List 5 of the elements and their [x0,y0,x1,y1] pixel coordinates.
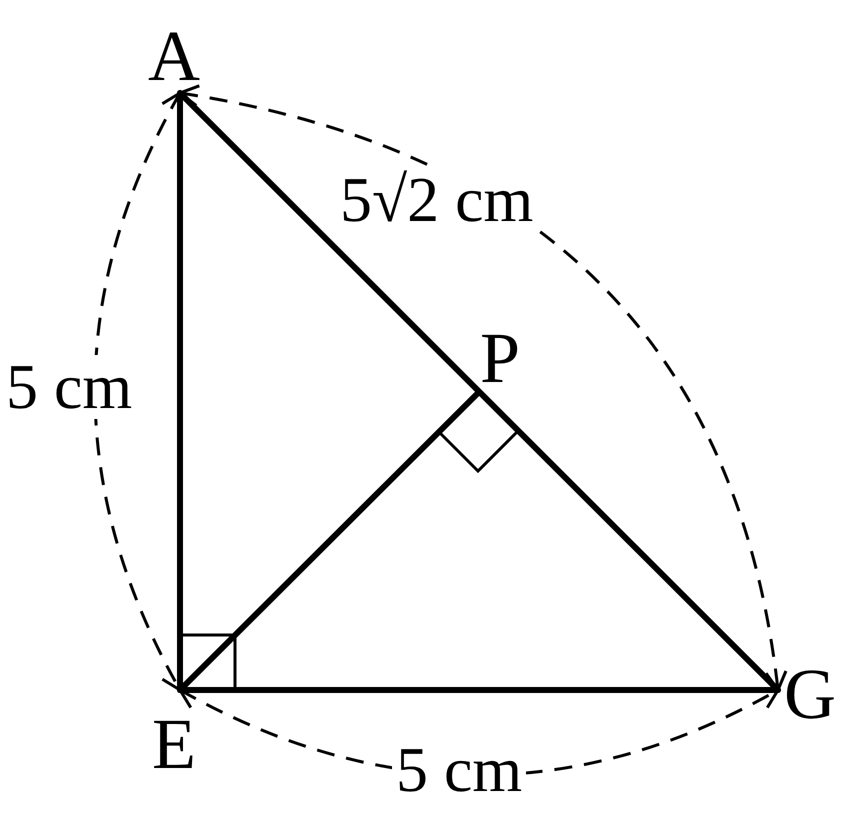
vertex-label: P [480,322,520,394]
vertex-label: E [152,708,196,780]
vertex-label: G [784,658,836,730]
vertex-label: A [148,20,200,92]
triangle-side [177,390,481,693]
